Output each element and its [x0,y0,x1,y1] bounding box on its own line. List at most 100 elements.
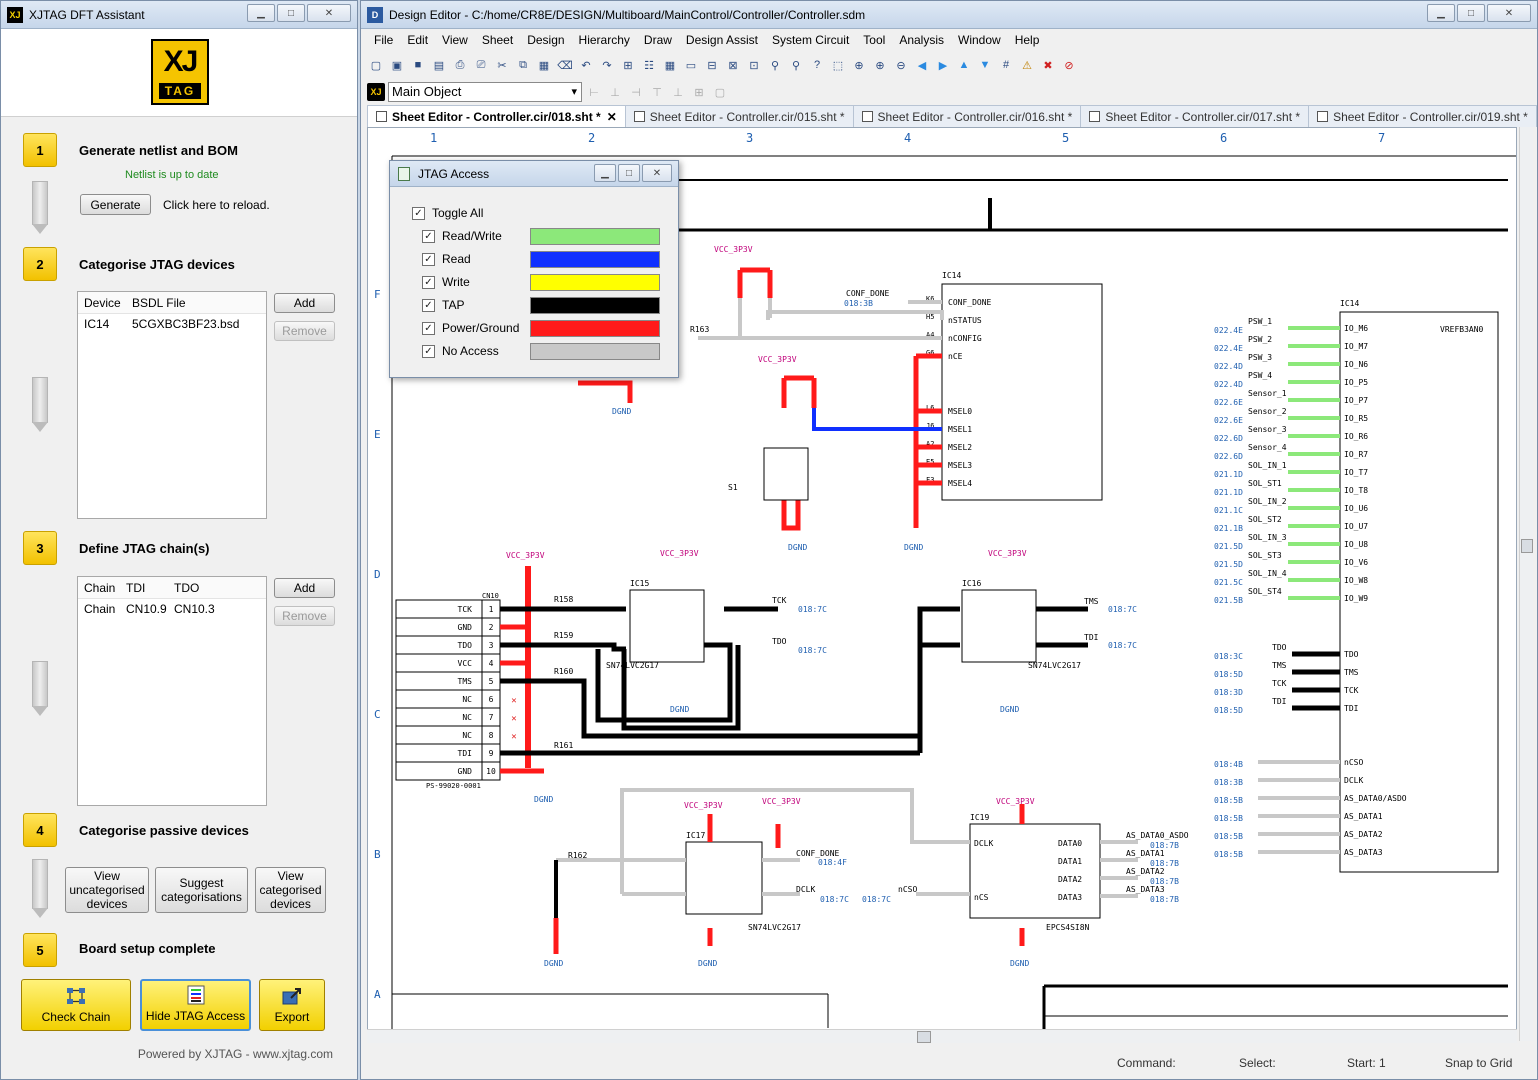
align-center-icon[interactable]: ⊥ [610,86,620,99]
jtag-color-swatch[interactable] [530,251,660,268]
redo-icon[interactable]: ↷ [602,59,612,72]
jtag-item-row[interactable]: ✓Read/Write [422,226,502,246]
tab-sheet-015[interactable]: Sheet Editor - Controller.cir/015.sht * [624,105,854,127]
error-icon[interactable]: ✖ [1043,59,1053,72]
generate-button[interactable]: Generate [80,194,151,215]
minimize-button[interactable]: ▁ [1427,4,1455,22]
minimize-button[interactable]: ▁ [247,4,275,22]
find-icon[interactable]: ⚲ [770,59,780,72]
jtag-item-checkbox[interactable]: ✓ [422,252,435,266]
hscroll-thumb[interactable] [917,1031,931,1043]
net-icon[interactable]: ⊟ [707,59,717,72]
jtag-item-checkbox[interactable]: ✓ [422,321,435,335]
remove-chain-button[interactable]: Remove [274,606,335,626]
jtag-item-checkbox[interactable]: ✓ [422,298,435,312]
close-button[interactable]: ✕ [307,4,351,22]
jtag-color-swatch[interactable] [530,274,660,291]
menu-view[interactable]: View [442,33,468,47]
reload-link[interactable]: Click here to reload. [163,198,270,212]
hide-jtag-access-button[interactable]: Hide JTAG Access [140,979,251,1031]
tab-sheet-016[interactable]: Sheet Editor - Controller.cir/016.sht * [852,105,1082,127]
add-device-button[interactable]: Add [274,293,335,313]
jtag-item-row[interactable]: ✓TAP [422,295,464,315]
menu-help[interactable]: Help [1014,33,1040,47]
vertical-scrollbar[interactable] [1519,127,1533,1041]
menu-analysis[interactable]: Analysis [899,33,944,47]
jtag-item-row[interactable]: ✓Read [422,249,471,269]
stop-icon[interactable]: ⊘ [1064,59,1074,72]
save-icon[interactable]: ■ [414,59,422,71]
add-chain-button[interactable]: Add [274,578,335,598]
menu-file[interactable]: File [374,33,394,47]
print-icon[interactable]: ⎙ [455,58,465,71]
pin-icon[interactable]: ⊡ [749,59,759,72]
remove-device-button[interactable]: Remove [274,321,335,341]
menu-window[interactable]: Window [958,33,1001,47]
group-icon[interactable]: ▢ [714,86,726,99]
check-chain-button[interactable]: Check Chain [21,979,131,1031]
menu-sheet[interactable]: Sheet [481,33,514,47]
jtag-item-row[interactable]: ✓Write [422,272,470,292]
bus-icon[interactable]: ⊠ [728,59,738,72]
plot-icon[interactable]: ⎚ [476,58,486,71]
jtag-item-checkbox[interactable]: ✓ [422,229,435,243]
copy-icon[interactable]: ⧉ [519,58,527,71]
maximize-button[interactable]: □ [1457,4,1485,22]
jtag-color-swatch[interactable] [530,228,660,245]
grid-icon[interactable]: # [1002,59,1010,71]
undo-icon[interactable]: ↶ [581,59,591,72]
save-all-icon[interactable]: ▤ [433,59,445,72]
toggle-all-row[interactable]: ✓ Toggle All [412,203,483,223]
paste-icon[interactable]: ▦ [538,59,550,72]
maximize-button[interactable]: □ [277,4,305,22]
zoom-fit-icon[interactable]: ⊕ [854,59,864,72]
help-icon[interactable]: ? [813,59,821,71]
tab-sheet-019[interactable]: Sheet Editor - Controller.cir/019.sht * [1308,105,1537,127]
part-icon[interactable]: ⊞ [623,59,633,72]
close-button[interactable]: ✕ [1487,4,1531,22]
align-left-icon[interactable]: ⊢ [589,86,599,99]
align-bottom-icon[interactable]: ⊥ [673,86,683,99]
align-right-icon[interactable]: ⊣ [631,86,641,99]
menu-design[interactable]: Design [527,33,565,47]
jtag-item-row[interactable]: ✓No Access [422,341,499,361]
vscroll-thumb[interactable] [1521,539,1533,553]
status-snap[interactable]: Snap to Grid [1445,1056,1513,1070]
view-categorised-button[interactable]: View categorised devices [255,867,326,913]
hierarchy-icon[interactable]: ☷ [644,59,654,72]
open-icon[interactable]: ▣ [391,59,403,72]
view-uncategorised-button[interactable]: View uncategorised devices [65,867,149,913]
menu-edit[interactable]: Edit [407,33,429,47]
suggest-categorisations-button[interactable]: Suggest categorisations [155,867,248,913]
object-selector[interactable]: Main Object [388,82,582,102]
horizontal-scrollbar[interactable] [367,1029,1517,1043]
xjtag-icon[interactable]: XJ [367,83,385,101]
cut-icon[interactable]: ✂ [497,59,507,72]
toggle-all-checkbox[interactable]: ✓ [412,206,425,220]
menu-draw[interactable]: Draw [643,33,672,47]
arrow-right-icon[interactable]: ▶ [938,59,948,72]
menu-tool[interactable]: Tool [863,33,886,47]
minimize-button[interactable]: ▁ [594,164,616,182]
warning-icon[interactable]: ⚠ [1022,59,1032,72]
tab-sheet-017[interactable]: Sheet Editor - Controller.cir/017.sht * [1080,105,1310,127]
powered-by-link[interactable]: Powered by XJTAG - www.xjtag.com [137,1047,333,1061]
arrow-down-icon[interactable]: ▼ [979,59,991,71]
find-next-icon[interactable]: ⚲ [791,59,801,72]
distribute-icon[interactable]: ⊞ [694,86,704,99]
jtag-item-row[interactable]: ✓Power/Ground [422,318,519,338]
menu-system-circuit[interactable]: System Circuit [771,33,850,47]
jtag-item-checkbox[interactable]: ✓ [422,275,435,289]
new-icon[interactable]: ▢ [370,59,382,72]
zoom-in-icon[interactable]: ⊕ [875,59,885,72]
arrow-left-icon[interactable]: ◀ [917,59,927,72]
jtag-color-swatch[interactable] [530,297,660,314]
zoom-out-icon[interactable]: ⊖ [896,59,906,72]
close-button[interactable]: ✕ [642,164,672,182]
jtag-item-checkbox[interactable]: ✓ [422,344,435,358]
